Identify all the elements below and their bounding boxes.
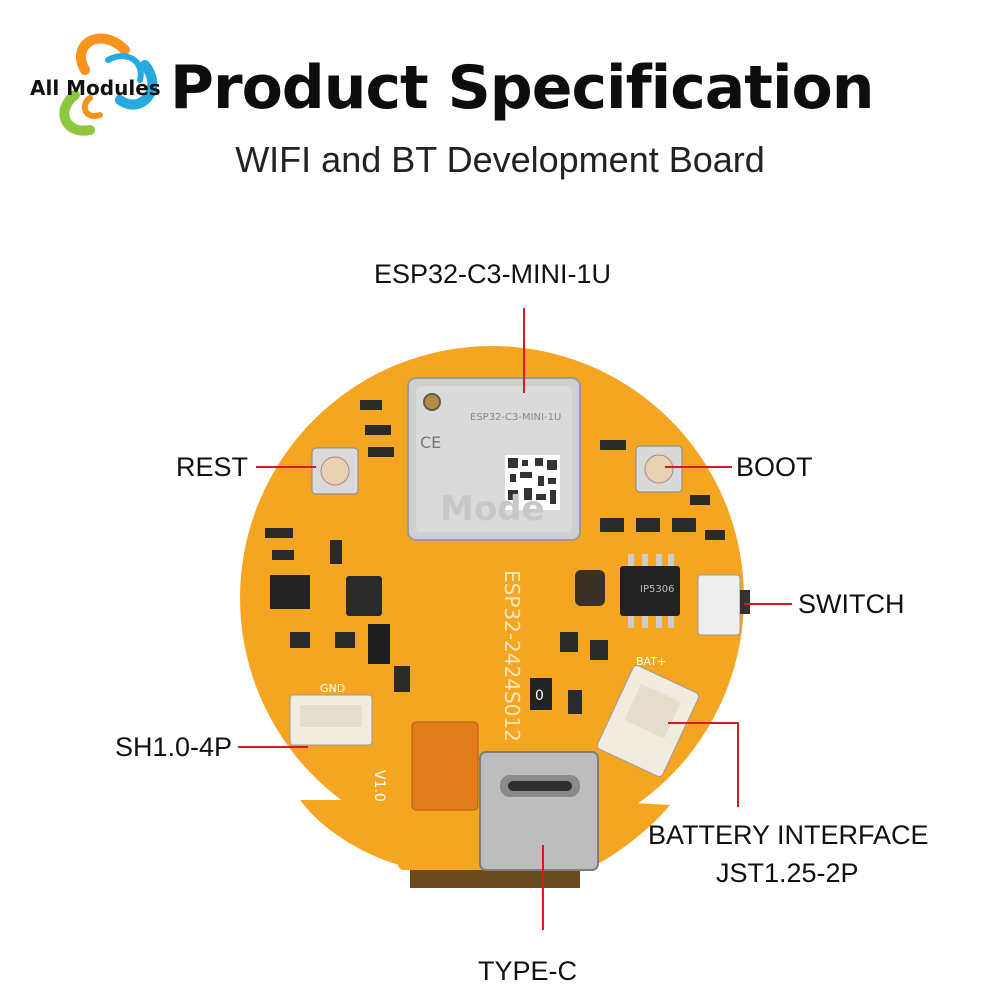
typec-label: TYPE-C [478, 956, 578, 986]
sh-connector-label: SH1.0-4P [115, 732, 233, 762]
esp32-module: ESP32-C3-MINI-1U CE Mode [407, 377, 581, 541]
module-label: ESP32-C3-MINI-1U [374, 259, 612, 289]
boot-button [635, 445, 683, 493]
zero-resistor-mark: 0 [535, 688, 544, 704]
smd-components [265, 400, 725, 714]
swirl-logo-icon [59, 33, 158, 136]
sh-callout-line [238, 746, 308, 748]
battery-callout-line-h [668, 722, 738, 724]
boot-callout-line [665, 466, 732, 468]
pin-label-gnd: GND [320, 682, 345, 695]
switch-callout-line [744, 603, 792, 605]
battery-label-line2: JST1.25-2P [716, 858, 859, 888]
rest-label: REST [176, 452, 249, 482]
resistor-zero [530, 678, 552, 710]
inductor [346, 576, 382, 616]
battery-connector: BAT+ [596, 655, 700, 778]
flex-cable [411, 721, 479, 811]
battery-label-line1: BATTERY INTERFACE [648, 820, 929, 850]
version-text: V1.0 [371, 770, 387, 802]
ce-mark-icon: CE [420, 433, 441, 452]
brand-watermark: Mode [440, 489, 545, 529]
inductor-2 [575, 570, 605, 606]
regulator-chip [270, 575, 310, 609]
sh-connector: GND [289, 682, 373, 746]
board-model-text: ESP32-2424S012 [500, 570, 524, 742]
rest-button [311, 447, 359, 495]
chip-marking: IP5306 [640, 584, 674, 595]
page-title: Product Specification [170, 53, 874, 123]
switch-label: SWITCH [798, 589, 905, 619]
battery-silk-text: BAT+ [636, 655, 666, 668]
slide-switch [697, 574, 750, 636]
page-subtitle: WIFI and BT Development Board [235, 139, 765, 180]
boot-label: BOOT [736, 452, 813, 482]
usb-typec-port [479, 751, 599, 871]
rest-callout-line [256, 466, 316, 468]
logo-text: All Modules [30, 76, 161, 100]
power-chip: IP5306 [620, 554, 680, 628]
qr-code-icon [505, 455, 560, 510]
brand-logo [30, 30, 180, 140]
battery-callout-line-v [737, 722, 739, 807]
module-silk-text: ESP32-C3-MINI-1U [470, 412, 561, 423]
module-callout-line [523, 308, 525, 393]
transistor [368, 624, 390, 664]
typec-callout-line [542, 845, 544, 930]
